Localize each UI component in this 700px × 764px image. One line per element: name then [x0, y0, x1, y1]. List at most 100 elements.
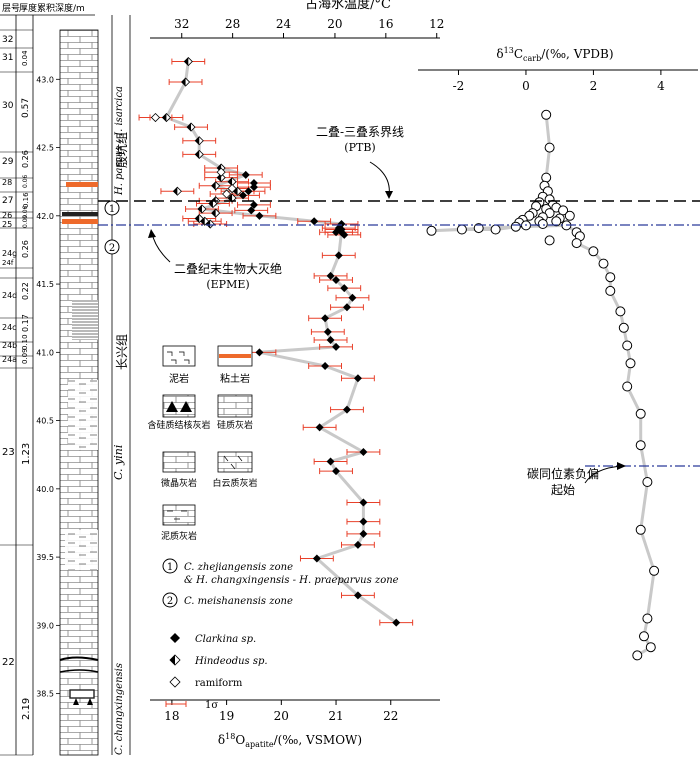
carbon-point-39 — [615, 306, 626, 317]
boundary-lines: 1 2 — [98, 200, 700, 467]
legend-ramiform-label: ramiform — [195, 678, 243, 689]
point-clarkina-24 — [332, 342, 341, 351]
point-clarkina-15 — [334, 251, 343, 260]
point-ramiform-3 — [222, 189, 232, 199]
lithology-column — [59, 29, 99, 756]
point-hindeodus-18 — [205, 219, 215, 229]
carbon-arrow-head — [617, 462, 626, 470]
thick-26: 0.06 — [22, 205, 29, 219]
point-hindeodus-fill — [228, 177, 233, 186]
legend-mudstone-label: 泥岩 — [169, 372, 189, 385]
layer-label-32: 32 — [2, 35, 13, 45]
point-clarkina-7 — [255, 211, 264, 220]
formation-upper: 殷坑组 — [114, 132, 129, 168]
thick-22: 2.19 — [21, 698, 32, 720]
layer-label-24d: 24d — [2, 291, 17, 300]
point-hindeodus-11 — [227, 193, 237, 203]
strat-labels: 32 31 30 29 28 27 26 25 24g 24f 24e 24d … — [2, 35, 129, 755]
carbon-point-47 — [635, 524, 646, 535]
carbon-point-37 — [605, 272, 616, 283]
ptb-arrow-head — [385, 191, 393, 199]
thick-28: 0.06 — [22, 174, 29, 188]
carbon-point-51 — [645, 642, 656, 653]
oxygen-tick-label-1: 19 — [219, 709, 234, 723]
point-clarkina-35 — [359, 529, 368, 538]
zone2-marker-label: 2 — [109, 243, 115, 254]
depth-tick-label-6: 40.0 — [36, 485, 54, 494]
point-hindeodus-fill — [195, 214, 200, 223]
thick-27: 0.16 — [22, 192, 30, 208]
epme-arrow — [151, 232, 171, 263]
zone-legend: 1 C. zhejiangensis zone & H. changxingen… — [162, 558, 399, 711]
point-hindeodus-fill — [197, 204, 202, 213]
carbon-point-33 — [544, 235, 555, 246]
carbon-point-26 — [537, 219, 548, 229]
layer-label-25: 25 — [2, 220, 12, 229]
point-clarkina-31 — [326, 457, 335, 466]
temperature-tick-label-2: 24 — [276, 17, 292, 31]
point-clarkina-8 — [310, 217, 319, 226]
carbon-point-0 — [541, 109, 552, 120]
legend-clay-label: 粘土岩 — [220, 372, 250, 385]
zone-yini: C. yini — [112, 445, 125, 480]
point-hindeodus-fill — [206, 220, 211, 229]
carbon-tick-label-2: 2 — [590, 79, 598, 93]
point-hindeodus-fill — [195, 136, 200, 145]
point-clarkina-0 — [241, 170, 250, 179]
thick-23: 1.23 — [21, 443, 32, 465]
carbon-point-38 — [605, 285, 616, 296]
depth-tick-label-2: 42.0 — [36, 212, 54, 221]
carbon-point-23 — [490, 224, 501, 235]
point-clarkina-33 — [359, 498, 368, 507]
legend-clay: 粘土岩 — [217, 345, 253, 385]
carbon-point-24 — [426, 225, 437, 236]
carbon-point-45 — [635, 440, 646, 451]
oxygen-axis-title: δ18Oapatite/(‰, VSMOW) — [218, 732, 362, 749]
zone1-marker-label: 1 — [109, 204, 115, 215]
carbon-point-28 — [564, 210, 575, 221]
point-clarkina-16 — [326, 271, 335, 280]
layer-label-26: 26 — [2, 211, 12, 220]
temperature-tick-label-0: 32 — [174, 17, 189, 31]
point-clarkina-36 — [353, 540, 362, 549]
temperature-axis-title: 古海水温度/°C — [305, 0, 391, 12]
carbon-point-50 — [639, 631, 649, 642]
epme-label-abbr: (EPME) — [206, 278, 249, 291]
carbon-point-48 — [649, 565, 660, 576]
carbon-point-29 — [551, 216, 562, 227]
point-clarkina-22 — [323, 327, 332, 336]
thick-31: 0.04 — [21, 50, 29, 66]
zone-isarcica: H. parvus - I. isarcica — [114, 86, 125, 196]
thick-25: 0.09 — [22, 214, 29, 228]
point-clarkina-6 — [247, 206, 256, 215]
point-hindeodus-fill — [211, 181, 216, 190]
depth-tick-label-3: 41.5 — [36, 280, 54, 289]
point-clarkina-32 — [332, 467, 341, 476]
point-clarkina-34 — [359, 517, 368, 526]
carbon-label-2: 起始 — [551, 483, 575, 497]
thick-24a: 0.09 — [21, 348, 29, 364]
point-hindeodus-15 — [211, 208, 221, 218]
carbon-point-22 — [456, 224, 467, 235]
thick-24d: 0.22 — [21, 282, 30, 300]
legend-siliceous: 硅质灰岩 — [217, 394, 253, 431]
point-hindeodus-fill — [228, 194, 233, 203]
point-hindeodus-fill — [211, 209, 216, 218]
point-clarkina-3 — [244, 187, 253, 196]
zone2-marker — [104, 239, 120, 255]
point-clarkina-25 — [255, 348, 264, 357]
point-clarkina-21 — [321, 314, 330, 323]
point-clarkina-23 — [326, 336, 335, 345]
black-shale-band — [62, 212, 98, 216]
legend-zone1-line2: & H. changxingensis - H. praeparvus zone — [184, 575, 399, 586]
carbon-point-41 — [622, 340, 633, 351]
epme-label: 二叠纪末生物大灭绝 — [174, 261, 282, 276]
point-hindeodus-1 — [181, 77, 191, 87]
point-clarkina-39 — [392, 618, 401, 627]
layer-label-31: 31 — [2, 53, 13, 63]
point-hindeodus-fill — [200, 217, 205, 226]
point-clarkina-29 — [315, 423, 324, 432]
formation-lower: 长兴组 — [115, 334, 129, 370]
point-clarkina-2 — [239, 191, 248, 200]
